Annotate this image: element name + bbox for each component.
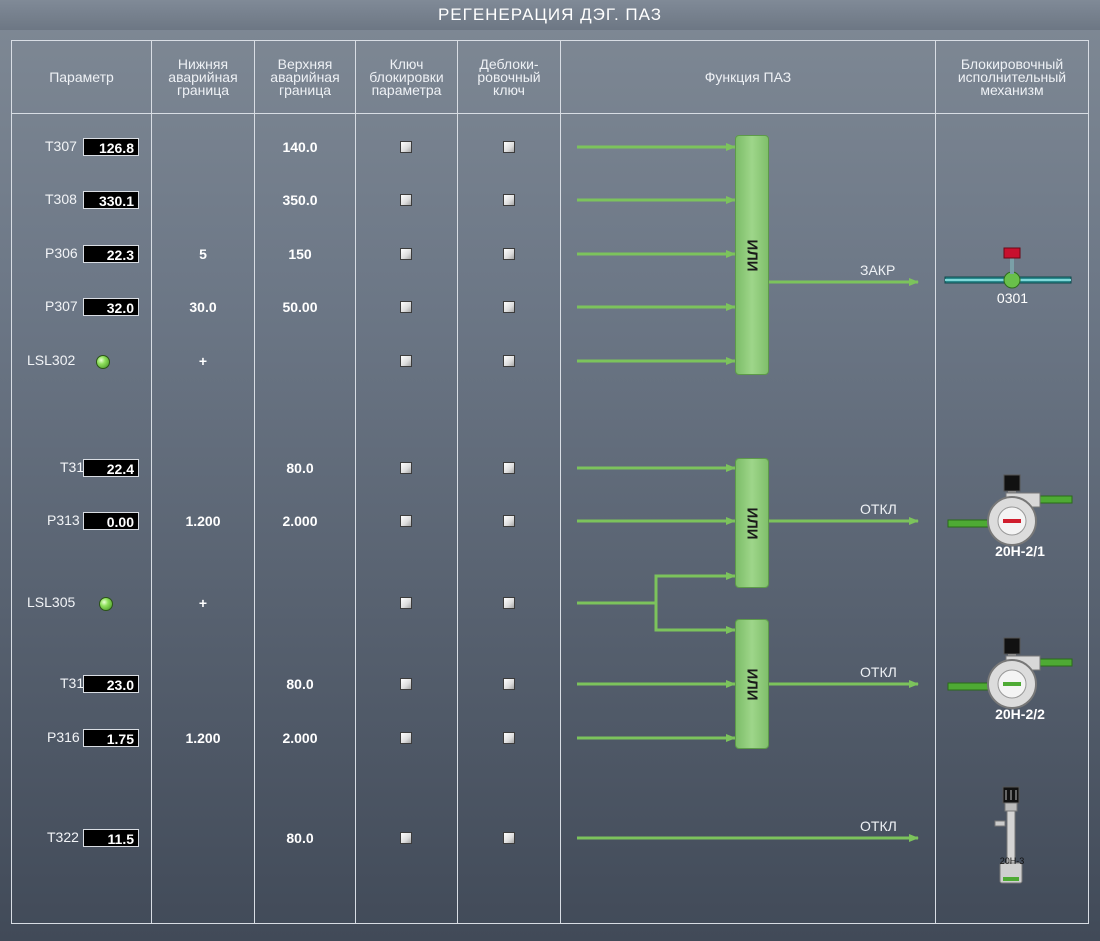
block-key-checkbox[interactable] [400,355,412,367]
upper-limit: 50.00 [282,299,318,315]
grid-col [560,40,561,924]
header-parameter: Параметр [49,68,114,85]
output-label: ОТКЛ [860,664,897,680]
block-key-checkbox[interactable] [400,248,412,260]
header-function: Функция ПАЗ [704,68,792,85]
upper-limit: 350.0 [282,192,318,208]
block-key-checkbox[interactable] [400,301,412,313]
grid-col [935,40,936,924]
block-key-checkbox[interactable] [400,597,412,609]
vertical-pump-icon[interactable] [994,786,1035,887]
device-label: 20Н-2/1 [995,543,1045,559]
block-key-checkbox[interactable] [400,732,412,744]
upper-limit: 2.000 [282,513,318,529]
grid-top [11,40,1088,41]
deblock-key-checkbox[interactable] [503,462,515,474]
valve-icon[interactable] [944,247,1075,298]
param-tag: LSL305 [27,594,76,610]
signal-line [654,603,736,634]
block-key-checkbox[interactable] [400,515,412,527]
deblock-key-checkbox[interactable] [503,832,515,844]
upper-limit: 80.0 [286,830,314,846]
param-value[interactable]: 330.1 [83,191,139,209]
deblock-key-checkbox[interactable] [503,678,515,690]
or-block: ИЛИ [735,619,769,749]
level-status-led [99,597,113,611]
deblock-key-checkbox[interactable] [503,194,515,206]
block-key-checkbox[interactable] [400,194,412,206]
param-value[interactable]: 22.3 [83,245,139,263]
upper-limit: 150 [288,246,312,262]
signal-line [577,572,736,605]
deblock-key-checkbox[interactable] [503,248,515,260]
param-value[interactable]: 11.5 [83,829,139,847]
upper-limit: 2.000 [282,730,318,746]
device-label: 0301 [996,290,1029,306]
lower-limit: 5 [199,246,207,262]
block-key-checkbox[interactable] [400,832,412,844]
grid-col [1088,40,1089,924]
param-tag: P307 [45,298,78,314]
header-lower-limit: Нижняя аварийная граница [168,55,238,98]
param-tag: T308 [45,191,77,207]
device-label: 20Н-3 [999,856,1025,866]
param-value[interactable]: 126.8 [83,138,139,156]
header-upper-limit: Верхняя аварийная граница [270,55,340,98]
block-key-checkbox[interactable] [400,462,412,474]
output-label: ОТКЛ [860,818,897,834]
param-tag: T322 [47,829,79,845]
lower-limit: 30.0 [189,299,217,315]
grid-col [11,40,12,924]
lower-limit: + [198,595,208,611]
param-tag: P313 [47,512,80,528]
param-tag: P306 [45,245,78,261]
param-tag: T307 [45,138,77,154]
or-block: ИЛИ [735,458,769,588]
deblock-key-checkbox[interactable] [503,597,515,609]
deblock-key-checkbox[interactable] [503,732,515,744]
deblock-key-checkbox[interactable] [503,355,515,367]
device-label: 20Н-2/2 [995,706,1045,722]
upper-limit: 80.0 [286,676,314,692]
param-tag: LSL302 [27,352,76,368]
deblock-key-checkbox[interactable] [503,515,515,527]
block-key-checkbox[interactable] [400,678,412,690]
lower-limit: + [198,353,208,369]
param-tag: P316 [47,729,80,745]
screen-title: РЕГЕНЕРАЦИЯ ДЭГ. ПАЗ [0,0,1100,30]
upper-limit: 140.0 [282,139,318,155]
param-value[interactable]: 22.4 [83,459,139,477]
param-value[interactable]: 1.75 [83,729,139,747]
lower-limit: 1.200 [185,513,221,529]
or-block: ИЛИ [735,135,769,375]
param-value[interactable]: 0.00 [83,512,139,530]
grid-col [457,40,458,924]
deblock-key-checkbox[interactable] [503,301,515,313]
lower-limit: 1.200 [185,730,221,746]
deblock-key-checkbox[interactable] [503,141,515,153]
header-deblock-key: Деблоки- ровочный ключ [477,55,541,98]
param-value[interactable]: 32.0 [83,298,139,316]
block-key-checkbox[interactable] [400,141,412,153]
grid-col [254,40,255,924]
output-label: ЗАКР [860,262,896,278]
upper-limit: 80.0 [286,460,314,476]
pump-icon[interactable] [947,637,1078,709]
level-status-led [96,355,110,369]
header-mechanism: Блокировочный исполнительный механизм [957,55,1067,98]
grid-bottom [11,923,1088,924]
grid-col [151,40,152,924]
pump-icon[interactable] [947,474,1078,546]
header-block-key: Ключ блокировки параметра [369,55,444,98]
output-label: ОТКЛ [860,501,897,517]
grid-col [355,40,356,924]
grid-header-bottom [11,113,1088,114]
param-value[interactable]: 23.0 [83,675,139,693]
